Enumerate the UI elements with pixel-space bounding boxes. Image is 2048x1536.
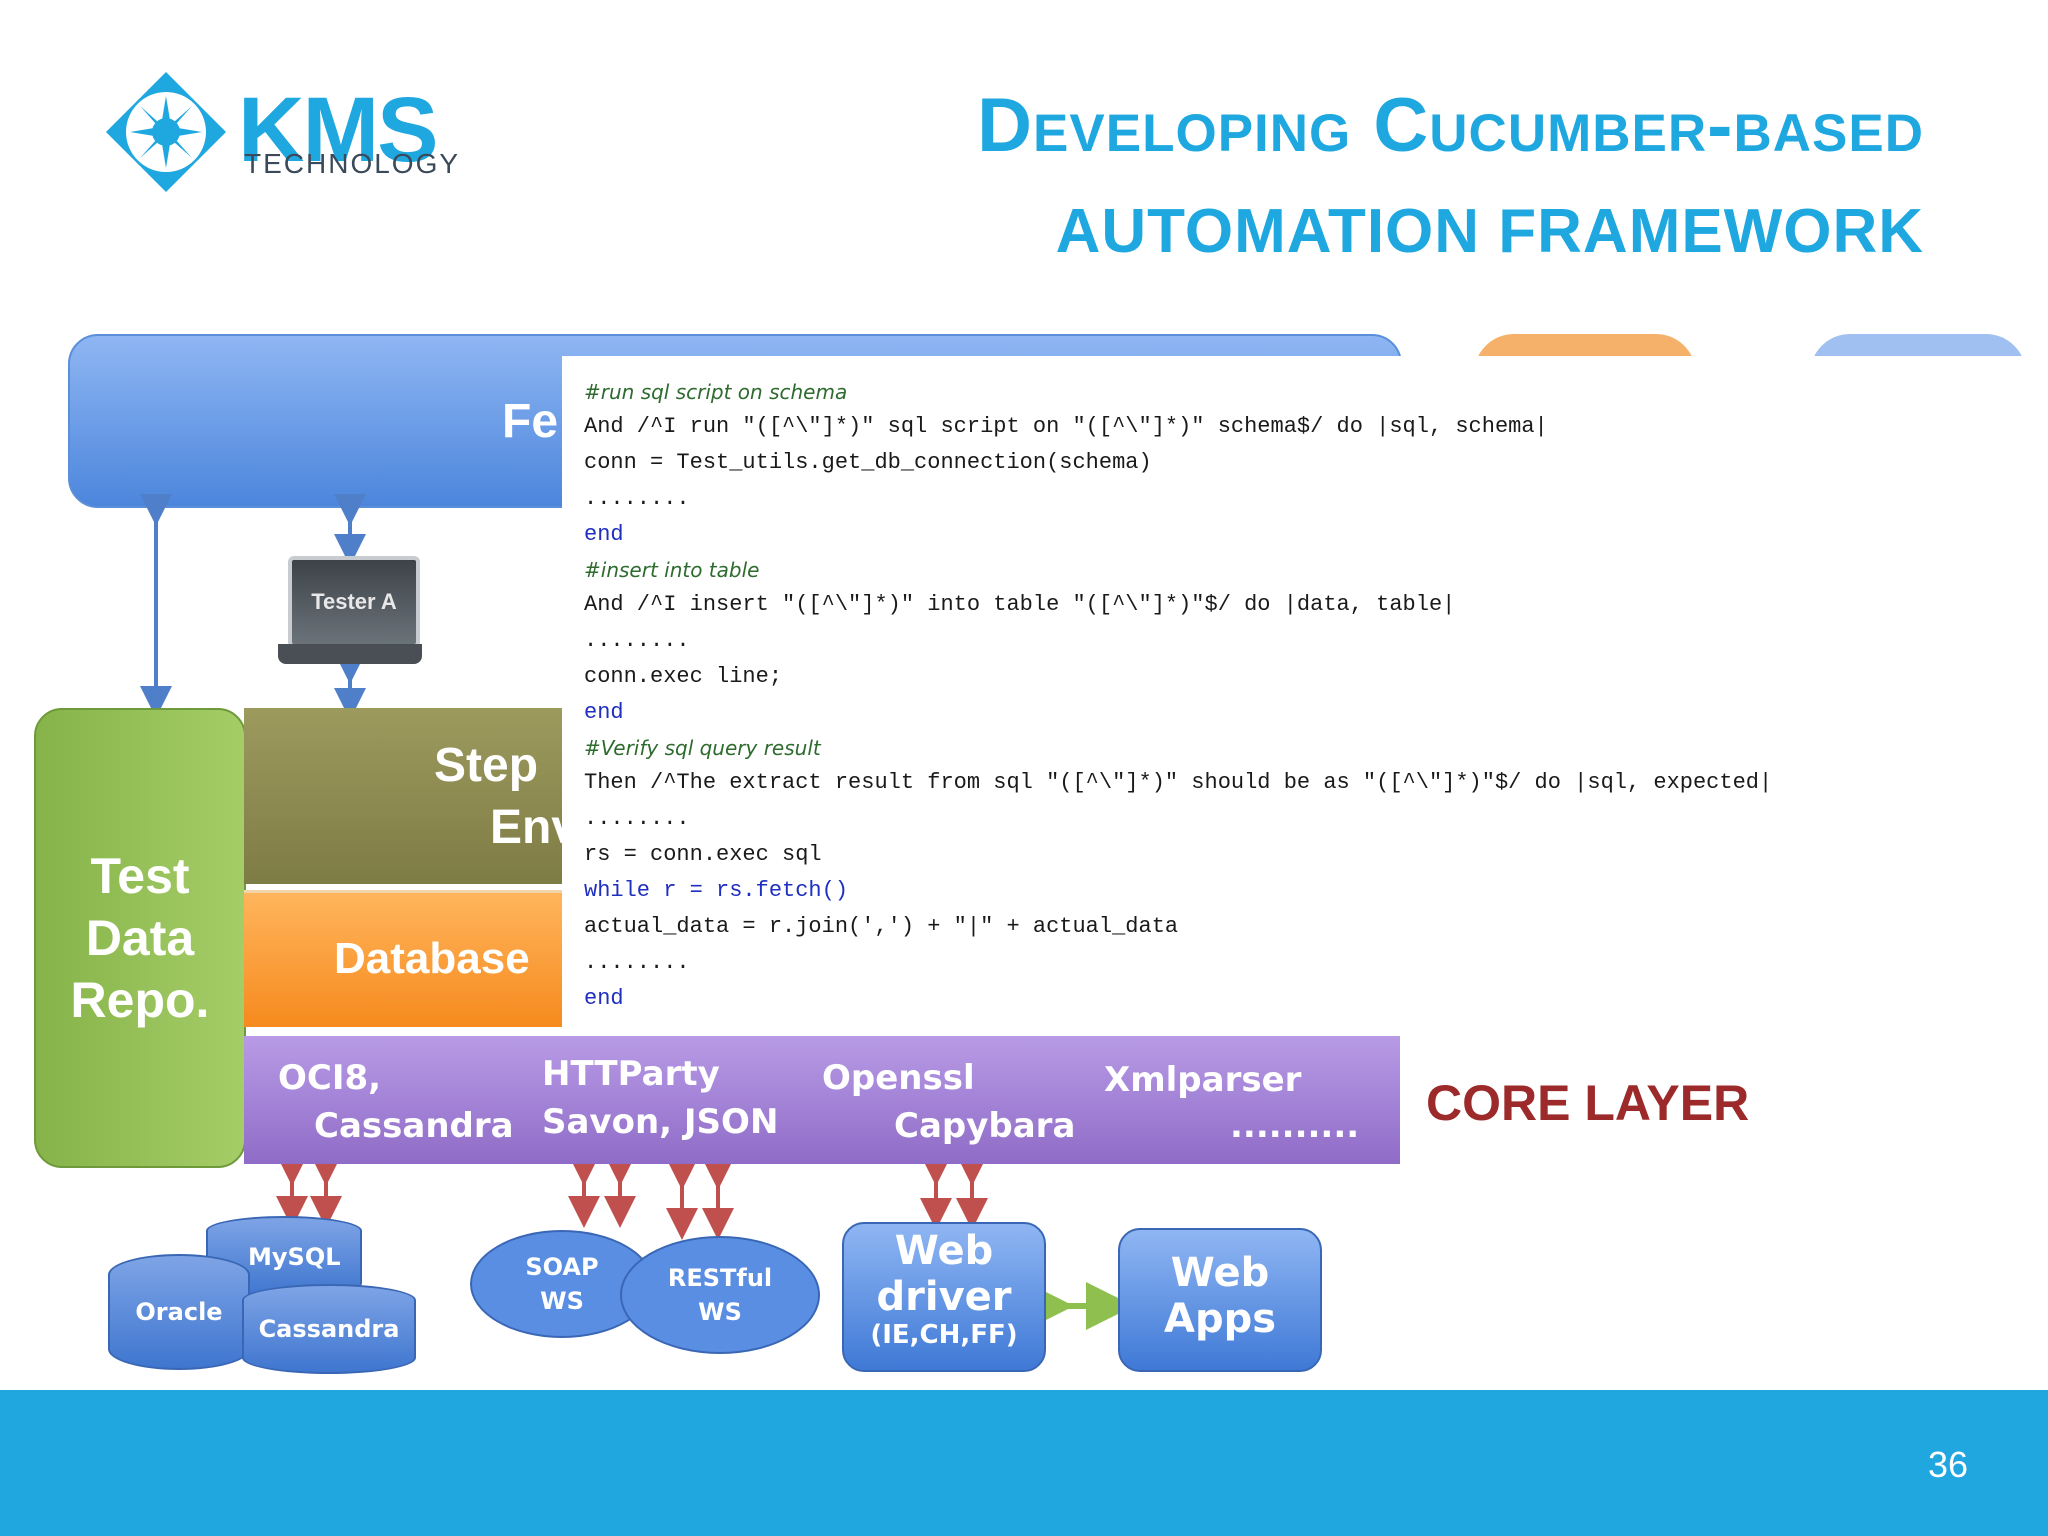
database-layer — [244, 890, 564, 1027]
web-apps-box: Web Apps — [1118, 1228, 1322, 1372]
webdriver-label-3: (IE,CH,FF) — [870, 1320, 1018, 1350]
code-line-16: actual_data = r.join(',') + "|" + actual… — [584, 914, 1179, 939]
core-layer-box — [244, 1036, 1400, 1164]
step-label: Step — [434, 739, 539, 792]
code-line-10: end — [584, 700, 624, 725]
slide-title-line2: automation framework — [1055, 197, 1924, 266]
code-line-3: conn = Test_utils.get_db_connection(sche… — [584, 450, 1152, 475]
code-snippet-panel: #run sql script on schema And /^I run "(… — [562, 356, 2048, 1032]
core-httparty: HTTParty — [542, 1054, 720, 1094]
restful-label-1: RESTful — [667, 1264, 773, 1292]
code-line-18: end — [584, 986, 624, 1011]
core-openssl: Openssl — [822, 1058, 975, 1098]
webapps-label-1: Web — [1170, 1250, 1270, 1296]
oracle-label: Oracle — [135, 1298, 223, 1326]
core-capybara: Capybara — [894, 1106, 1076, 1146]
core-layer-label: CORE LAYER — [1426, 1075, 1750, 1131]
tester-label: Tester A — [311, 589, 397, 614]
slide-title-line1: Developing Cucumber-based — [977, 83, 1924, 168]
oracle-cylinder: Oracle — [108, 1254, 250, 1370]
code-line-8: ........ — [584, 628, 690, 653]
cassandra-cylinder: Cassandra — [242, 1284, 416, 1374]
code-line-2: And /^I run "([^\"]*)" sql script on "([… — [584, 414, 1548, 439]
code-line-14: rs = conn.exec sql — [584, 842, 822, 867]
code-line-7: And /^I insert "([^\"]*)" into table "([… — [584, 592, 1456, 617]
test-data-line3: Repo. — [70, 972, 210, 1028]
logo-subtitle: TECHNOLOGY — [244, 148, 461, 179]
webdriver-label-2: driver — [876, 1274, 1012, 1320]
logo-name: KMS — [238, 79, 438, 181]
core-oci8: OCI8, — [278, 1058, 382, 1098]
core-xmlparser: Xmlparser — [1104, 1060, 1302, 1100]
webapps-label-2: Apps — [1163, 1296, 1277, 1342]
database-label: Database — [334, 934, 530, 983]
webdriver-label-1: Web — [894, 1228, 994, 1274]
step-layer — [244, 708, 564, 884]
laptop-base — [278, 644, 422, 664]
test-data-line2: Data — [85, 910, 195, 966]
code-line-5: end — [584, 522, 624, 547]
code-line-12: Then /^The extract result from sql "([^\… — [584, 770, 1773, 795]
soap-label-2: WS — [540, 1287, 584, 1315]
core-cassandra: Cassandra — [314, 1106, 514, 1146]
code-line-15: while r = rs.fetch() — [584, 878, 849, 903]
feature-label: Fe — [502, 395, 559, 448]
web-driver-box: Web driver (IE,CH,FF) — [842, 1222, 1046, 1372]
logo — [104, 70, 228, 194]
code-line-13: ........ — [584, 806, 690, 831]
cassandra-db-label: Cassandra — [258, 1315, 400, 1343]
test-data-line1: Test — [90, 848, 190, 904]
restful-label-2: WS — [698, 1298, 742, 1326]
core-savon: Savon, JSON — [542, 1102, 779, 1142]
code-line-11: #Verify sql query result — [584, 736, 821, 760]
soap-label-1: SOAP — [525, 1253, 599, 1281]
code-line-4: ........ — [584, 486, 690, 511]
code-line-6: #insert into table — [584, 558, 760, 582]
restful-ws-cloud: RESTful WS — [620, 1236, 820, 1354]
logo-sun-icon — [106, 72, 226, 192]
test-data-repo: Test Data Repo. — [34, 708, 246, 1168]
mysql-label: MySQL — [248, 1243, 341, 1271]
footer-bar — [0, 1390, 2048, 1536]
code-line-1: #run sql script on schema — [584, 380, 848, 404]
code-line-17: ........ — [584, 950, 690, 975]
core-more: .......... — [1230, 1106, 1360, 1146]
page-number: 36 — [1927, 1444, 1968, 1485]
laptop-icon: Tester A — [288, 556, 420, 648]
code-line-9: conn.exec line; — [584, 664, 783, 689]
